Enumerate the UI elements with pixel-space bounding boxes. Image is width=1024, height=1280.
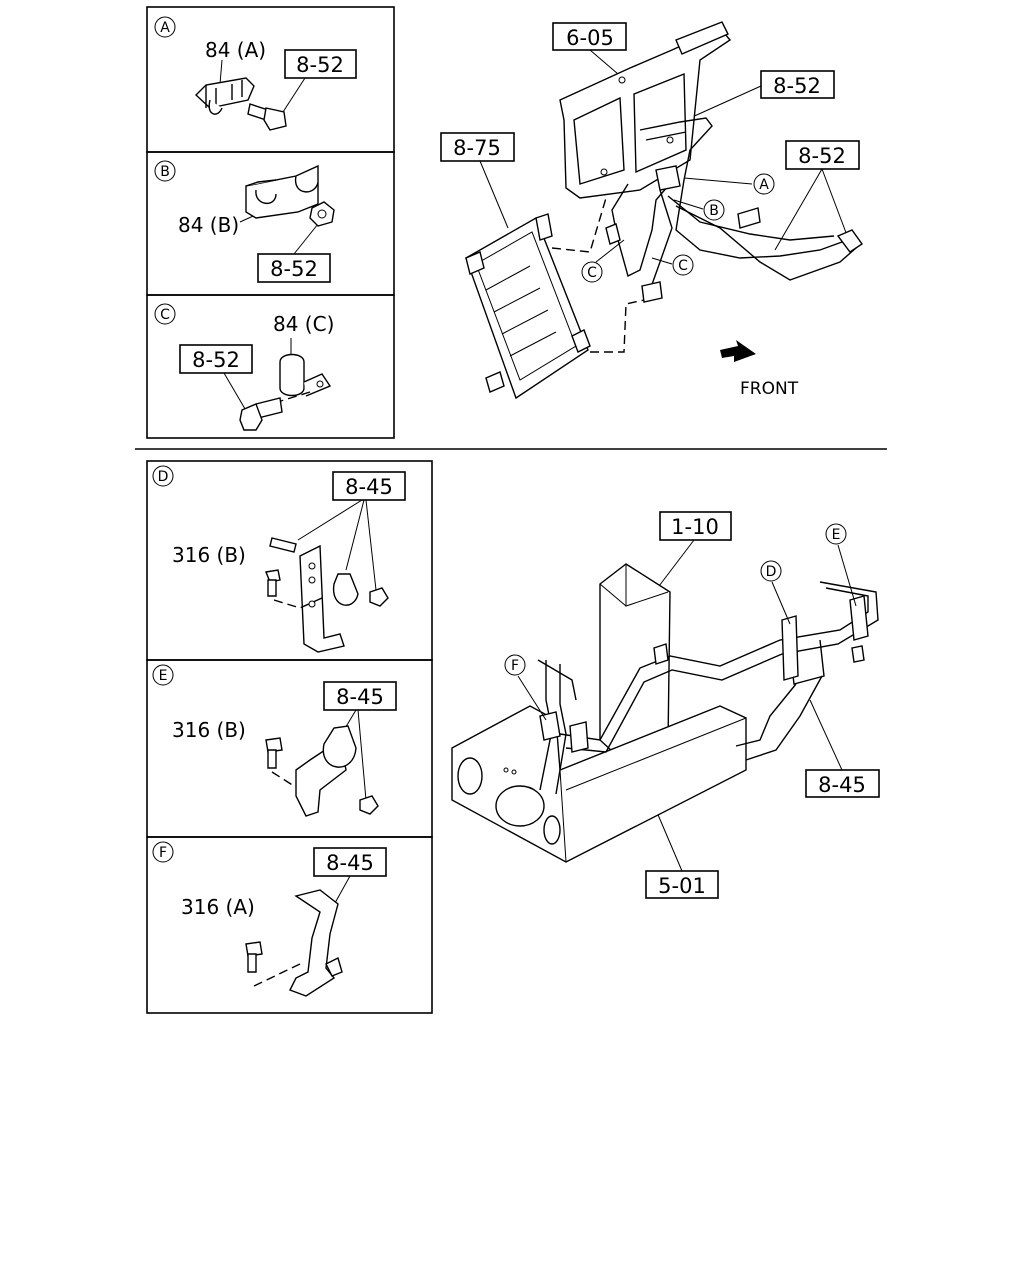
panel-b-ref-box: [257, 253, 331, 283]
condenser: [465, 216, 589, 400]
panel-d-letter: D: [158, 469, 169, 485]
bolt-d-top: [269, 537, 297, 553]
bracket-f: [289, 889, 339, 997]
callout-e-letter: E: [832, 527, 841, 543]
panel-a-letter: A: [160, 20, 170, 36]
callout-a-letter: A: [759, 177, 769, 193]
callout-b-letter: B: [709, 203, 719, 219]
ref-1-10: 1-10: [671, 515, 719, 539]
bolt-e: [267, 749, 277, 769]
panel-d-ref-box: [332, 471, 406, 501]
panel-d-part-label: 316 (B): [172, 543, 246, 567]
clamp-e: [322, 725, 357, 768]
callout-circle-b: [154, 160, 176, 182]
callout-f: [504, 654, 526, 676]
ref-8-52-upper: 8-52: [773, 74, 821, 98]
detail-panel-d: D 316 (B) 8-45: [146, 460, 433, 661]
panel-e-part-label: 316 (B): [172, 718, 246, 742]
panel-d-ref: 8-45: [345, 475, 393, 499]
nut-d: [369, 587, 389, 607]
callout-circle-a: [154, 16, 176, 38]
bolt-f: [247, 953, 257, 973]
ref-8-45: 8-45: [818, 773, 866, 797]
bolt-d: [267, 579, 277, 597]
panel-e-ref-box: [323, 681, 397, 711]
frame-crossmember: [451, 705, 747, 863]
panel-b-part-label: 84 (B): [178, 213, 239, 237]
ref-box-8-75: [440, 132, 515, 162]
ref-box-6-05: [552, 22, 627, 51]
ref-box-8-45: [805, 769, 880, 798]
ref-box-1-10: [659, 511, 732, 541]
callout-b: [703, 199, 725, 221]
callout-circle-f: [152, 841, 174, 863]
panel-e-ref: 8-45: [336, 685, 384, 709]
panel-c-ref-box: [179, 344, 253, 374]
panel-c-letter: C: [160, 307, 170, 323]
front-label: FRONT: [740, 379, 799, 399]
lower-assembly-view: 1-10 8-45 5-01 D: [451, 511, 880, 899]
panel-f-part-label: 316 (A): [181, 895, 255, 919]
nut-b: [309, 201, 335, 227]
panel-b-letter: B: [160, 164, 170, 180]
support-panel-left: [573, 96, 625, 185]
ref-box-5-01: [645, 870, 719, 899]
front-arrow-icon: [720, 340, 756, 362]
detail-panel-b: B 84 (B) 8-52: [146, 151, 395, 296]
ref-6-05: 6-05: [566, 26, 614, 50]
callout-d: [760, 560, 782, 582]
callout-e: [825, 523, 847, 545]
ref-5-01: 5-01: [658, 874, 706, 898]
panel-a-part-label: 84 (A): [205, 38, 266, 62]
clamp-d: [332, 573, 359, 606]
detail-panel-c: C 84 (C) 8-52: [146, 294, 395, 439]
callout-a: [753, 173, 775, 195]
clip-84a: [194, 77, 255, 109]
ref-8-52-right: 8-52: [798, 144, 846, 168]
callout-d-letter: D: [766, 564, 777, 580]
panel-a-ref-box: [284, 49, 357, 79]
callout-c-right: [672, 254, 694, 276]
callout-c-left: [581, 261, 603, 283]
ref-box-8-52-upper: [760, 70, 835, 99]
panel-c-part-label: 84 (C): [273, 312, 334, 336]
clamp-d-location: [781, 615, 799, 681]
panel-f-letter: F: [159, 845, 167, 861]
panel-f-ref: 8-45: [326, 851, 374, 875]
support-panel-right: [633, 72, 687, 174]
callout-circle-c: [154, 303, 176, 325]
callout-circle-d: [152, 465, 174, 487]
detail-panel-a: A 84 (A) 8-52: [146, 6, 395, 153]
bracket-d: [299, 544, 345, 653]
ref-8-75: 8-75: [453, 136, 501, 160]
detail-panel-f: F 316 (A) 8-45: [146, 836, 433, 1014]
nut-e: [359, 795, 379, 815]
callout-c-right-letter: C: [678, 258, 688, 274]
upper-assembly-view: 6-05 8-52 8-75 8-52: [440, 21, 863, 400]
line-fitting: [655, 165, 681, 191]
callout-circle-e: [152, 664, 174, 686]
callout-c-left-letter: C: [587, 265, 597, 281]
panel-b-ref: 8-52: [270, 257, 318, 281]
panel-c-ref: 8-52: [192, 348, 240, 372]
panel-a-ref: 8-52: [296, 53, 344, 77]
panel-e-letter: E: [159, 668, 168, 684]
callout-f-letter: F: [511, 658, 519, 674]
clamp-e-location: [849, 595, 869, 641]
clamp-84c: [279, 353, 305, 397]
detail-panel-e: E 316 (B) 8-45: [146, 659, 433, 838]
